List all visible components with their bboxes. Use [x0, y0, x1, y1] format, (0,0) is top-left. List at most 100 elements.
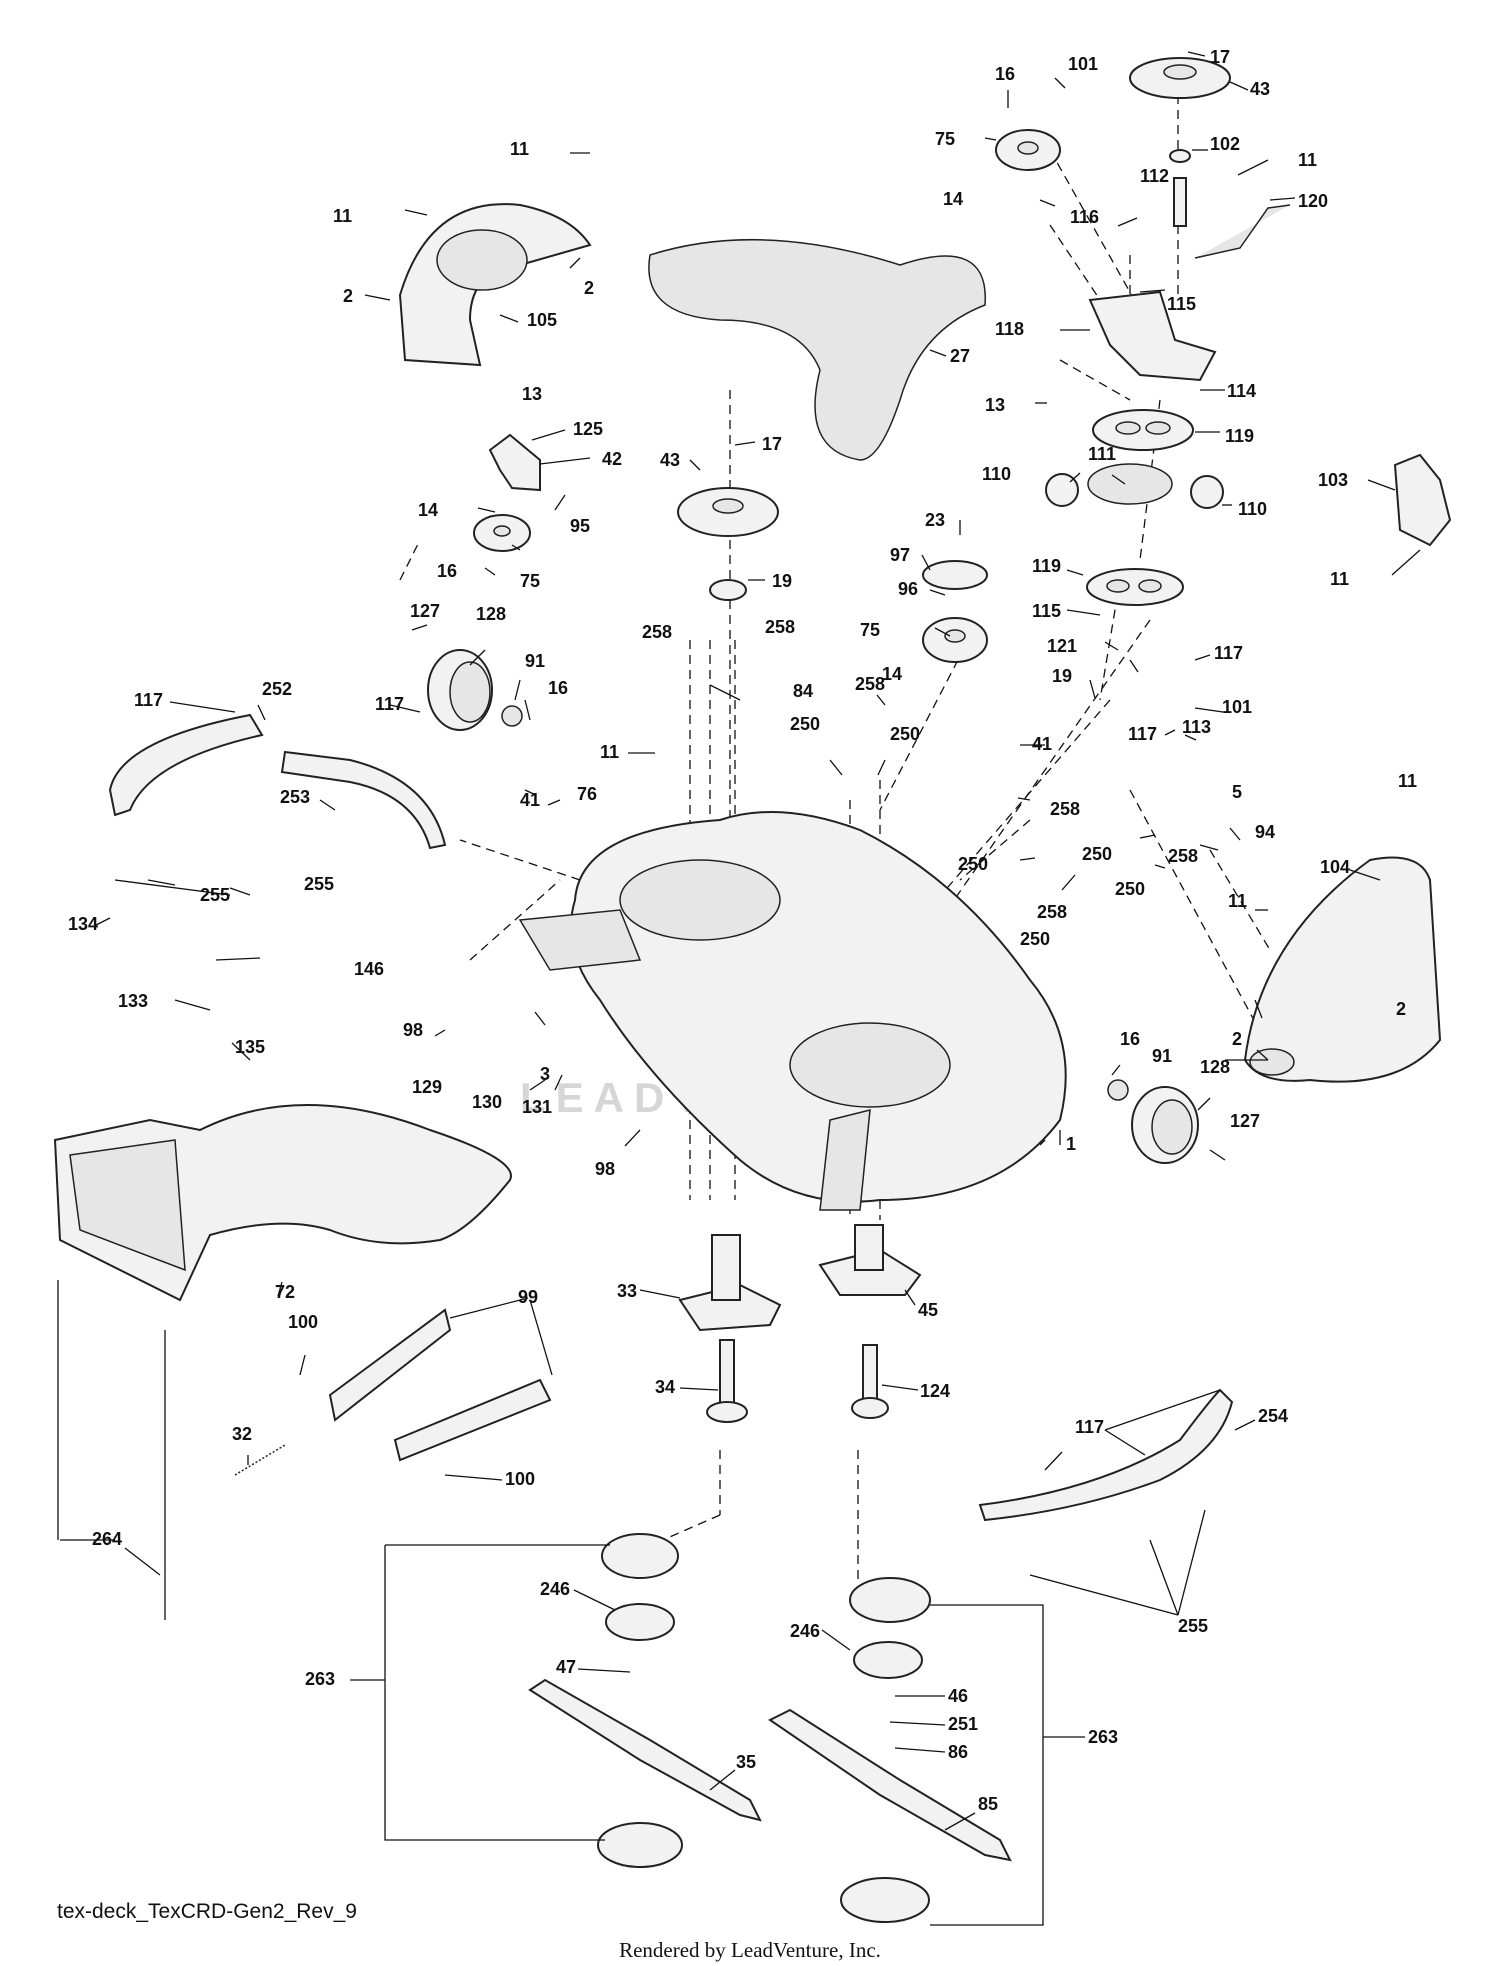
- mulch-cover-104[interactable]: [1243, 856, 1442, 1083]
- spindle-34[interactable]: [706, 1339, 748, 1423]
- wheel-128-right[interactable]: [1131, 1086, 1199, 1164]
- bearing-19-center[interactable]: [709, 579, 747, 601]
- belt-cover-105[interactable]: [398, 203, 592, 367]
- belt-cover-111[interactable]: [1087, 463, 1173, 505]
- callout-42: 42: [602, 449, 622, 469]
- blade-guard-left-lower[interactable]: [597, 1822, 683, 1868]
- gear-119-bottom[interactable]: [1086, 568, 1184, 606]
- callout-124: 124: [920, 1381, 950, 1401]
- leader-lines: [60, 51, 1421, 1831]
- callout-263: 263: [1088, 1727, 1118, 1747]
- callout-41: 41: [1032, 734, 1052, 754]
- callout-41: 41: [520, 790, 540, 810]
- callout-27: 27: [950, 346, 970, 366]
- callout-135: 135: [235, 1037, 265, 1057]
- callout-43: 43: [1250, 79, 1270, 99]
- callout-47: 47: [556, 1657, 576, 1677]
- blade-85[interactable]: [768, 1708, 1012, 1862]
- gear-110-right[interactable]: [1190, 475, 1224, 509]
- callout-116: 116: [1070, 207, 1099, 227]
- callout-99: 99: [518, 1287, 538, 1307]
- wheel-128-left[interactable]: [427, 649, 493, 731]
- callout-258: 258: [855, 674, 885, 694]
- spindle-housing-45[interactable]: [818, 1224, 922, 1296]
- callout-114: 114: [1227, 381, 1256, 401]
- callout-258: 258: [1168, 846, 1198, 866]
- callout-127: 127: [410, 601, 440, 621]
- discharge-chute-72[interactable]: [53, 1104, 512, 1302]
- callout-19: 19: [772, 571, 792, 591]
- blade-adapter-246-left[interactable]: [605, 1603, 675, 1641]
- callout-254: 254: [1258, 1406, 1288, 1426]
- blade-adapter-left-upper[interactable]: [601, 1533, 679, 1579]
- callout-103: 103: [1318, 470, 1348, 490]
- callout-128: 128: [476, 604, 506, 624]
- callout-11: 11: [1228, 891, 1247, 911]
- callout-86: 86: [948, 1742, 968, 1762]
- callout-258: 258: [1037, 902, 1067, 922]
- idler-pulley-75-left[interactable]: [473, 514, 531, 552]
- callout-2: 2: [343, 286, 353, 306]
- callout-253: 253: [280, 787, 310, 807]
- callout-117: 117: [1214, 643, 1243, 663]
- pulley-97[interactable]: [922, 560, 988, 590]
- deck-shell-1[interactable]: [518, 811, 1067, 1211]
- bracket-99-lower[interactable]: [393, 1378, 552, 1462]
- callout-133: 133: [118, 991, 148, 1011]
- callout-263: 263: [305, 1669, 335, 1689]
- callout-75: 75: [860, 620, 880, 640]
- callout-2: 2: [1396, 999, 1406, 1019]
- callout-11: 11: [510, 139, 529, 159]
- idler-pulley-75-center[interactable]: [922, 617, 988, 663]
- spindle-124[interactable]: [851, 1344, 889, 1419]
- idler-pulley-75-top[interactable]: [995, 129, 1061, 171]
- blade-adapter-right-upper[interactable]: [849, 1577, 931, 1623]
- callout-102: 102: [1210, 134, 1240, 154]
- drive-belt-27[interactable]: [648, 238, 986, 461]
- callout-23: 23: [925, 510, 945, 530]
- callout-3: 3: [540, 1064, 550, 1084]
- plate-118[interactable]: [1088, 290, 1217, 382]
- callout-17: 17: [1210, 47, 1230, 67]
- callout-33: 33: [617, 1281, 637, 1301]
- callout-84: 84: [793, 681, 813, 701]
- bracket-253[interactable]: [280, 750, 447, 850]
- callout-125: 125: [573, 419, 603, 439]
- callout-117: 117: [134, 690, 163, 710]
- gear-119-top[interactable]: [1092, 409, 1194, 451]
- blade-35[interactable]: [528, 1678, 762, 1822]
- callouts: 17 43 16 101 75 102 11 112 14 120 116 11…: [68, 47, 1417, 1814]
- callout-98: 98: [403, 1020, 423, 1040]
- center-pulley-43[interactable]: [677, 487, 779, 537]
- top-right-pulley-43[interactable]: [1129, 57, 1231, 99]
- bracket-252[interactable]: [108, 713, 264, 817]
- bracket-99-upper[interactable]: [328, 1308, 452, 1422]
- callout-246: 246: [540, 1579, 570, 1599]
- callout-16: 16: [1120, 1029, 1140, 1049]
- blade-guard-right-lower[interactable]: [840, 1877, 930, 1923]
- callout-16: 16: [995, 64, 1015, 84]
- rod-120[interactable]: [1194, 204, 1291, 259]
- render-credit: Rendered by LeadVenture, Inc.: [619, 1938, 881, 1962]
- callout-91: 91: [1152, 1046, 1172, 1066]
- callout-250: 250: [958, 854, 988, 874]
- blade-adapter-246-right[interactable]: [853, 1641, 923, 1679]
- callout-16: 16: [437, 561, 457, 581]
- washer-91-right[interactable]: [1107, 1079, 1129, 1101]
- bracket-125[interactable]: [488, 433, 541, 492]
- callout-255: 255: [200, 885, 230, 905]
- callout-115: 115: [1167, 294, 1196, 314]
- callout-72: 72: [275, 1282, 295, 1302]
- callout-127: 127: [1230, 1111, 1260, 1131]
- callout-100: 100: [505, 1469, 535, 1489]
- callout-101: 101: [1222, 697, 1252, 717]
- assembly-263-brackets: [384, 1544, 1044, 1926]
- washer-91-left[interactable]: [501, 705, 523, 727]
- spindle-shaft-112[interactable]: [1169, 149, 1191, 227]
- callout-19: 19: [1052, 666, 1072, 686]
- spindle-housing-33[interactable]: [678, 1234, 782, 1332]
- spring-32[interactable]: [234, 1444, 286, 1476]
- callout-146: 146: [354, 959, 384, 979]
- bracket-103[interactable]: [1393, 453, 1452, 547]
- bracket-254[interactable]: [978, 1388, 1234, 1522]
